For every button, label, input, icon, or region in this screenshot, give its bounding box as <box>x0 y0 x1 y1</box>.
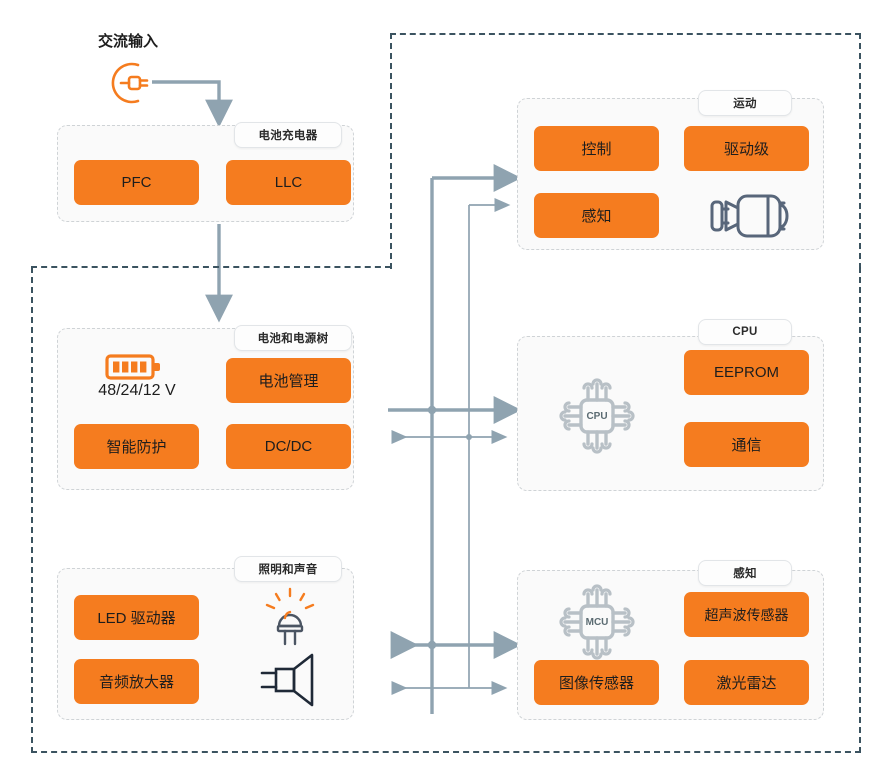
system-boundary-upper <box>390 33 861 269</box>
block-audio-amplifier[interactable]: 音频放大器 <box>74 659 199 704</box>
led-icon <box>259 586 321 648</box>
ac-input-label: 交流输入 <box>98 33 159 50</box>
block-llc[interactable]: LLC <box>226 160 351 205</box>
panel-title-cpu: CPU <box>698 319 792 345</box>
battery-icon <box>105 352 167 382</box>
block-lidar[interactable]: 激光雷达 <box>684 660 809 705</box>
block-battery-management[interactable]: 电池管理 <box>226 358 351 403</box>
panel-title-lighting-sound: 照明和声音 <box>234 556 342 582</box>
panel-title-motion: 运动 <box>698 90 792 116</box>
block-dcdc[interactable]: DC/DC <box>226 424 351 469</box>
block-led-driver[interactable]: LED 驱动器 <box>74 595 199 640</box>
junction-dot <box>427 405 437 415</box>
junction-dot <box>466 434 472 440</box>
panel-title-battery-power-tree: 电池和电源树 <box>234 325 352 351</box>
mcu-chip-icon: MCU <box>559 584 635 660</box>
block-pfc[interactable]: PFC <box>74 160 199 205</box>
block-communication[interactable]: 通信 <box>684 422 809 467</box>
mcu-chip-label: MCU <box>586 617 609 628</box>
cpu-chip-icon: CPU <box>559 378 635 454</box>
system-boundary-top-left-seg <box>31 266 391 268</box>
block-drive-stage[interactable]: 驱动级 <box>684 126 809 171</box>
junction-dot <box>427 640 437 650</box>
panel-title-sensing: 感知 <box>698 560 792 586</box>
speaker-icon <box>258 652 324 708</box>
block-control[interactable]: 控制 <box>534 126 659 171</box>
motor-icon <box>700 188 796 244</box>
cpu-chip-label: CPU <box>586 411 607 422</box>
block-image-sensor[interactable]: 图像传感器 <box>534 660 659 705</box>
block-ultrasonic-sensor[interactable]: 超声波传感器 <box>684 592 809 637</box>
block-sense[interactable]: 感知 <box>534 193 659 238</box>
panel-title-battery-charger: 电池充电器 <box>234 122 342 148</box>
system-boundary-main <box>31 267 861 753</box>
wire-ac-to-charger <box>152 80 233 128</box>
block-eeprom[interactable]: EEPROM <box>684 350 809 395</box>
ac-plug-icon <box>105 55 161 111</box>
block-smart-protection[interactable]: 智能防护 <box>74 424 199 469</box>
battery-voltage-label: 48/24/12 V <box>98 382 176 399</box>
system-boundary-right-seg <box>859 266 861 268</box>
